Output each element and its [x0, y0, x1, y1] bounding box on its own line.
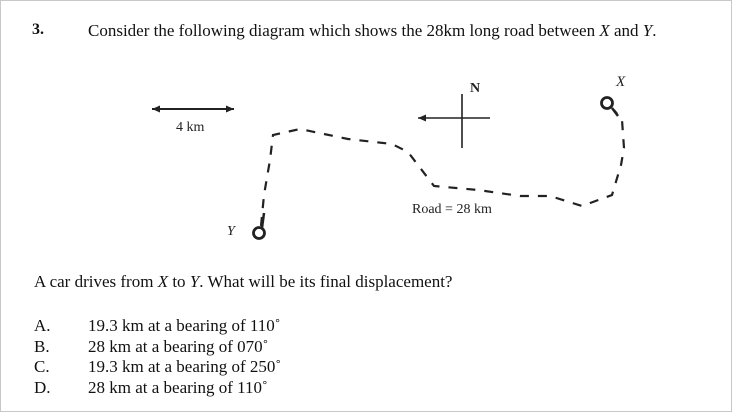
answer-options: A. 19.3 km at a bearing of 110˚ B. 28 km… — [34, 316, 281, 398]
option-text: 19.3 km at a bearing of 110˚ — [88, 316, 281, 335]
road-path — [259, 109, 626, 227]
option-letter: B. — [34, 336, 50, 356]
var-y: Y — [642, 21, 653, 40]
ask-var-x: X — [157, 272, 169, 291]
point-y-marker — [252, 212, 266, 240]
scale-label: 4 km — [176, 120, 205, 135]
point-x-label: X — [615, 74, 626, 90]
var-x: X — [599, 21, 610, 40]
option-letter: D. — [34, 377, 51, 397]
scale-bar — [152, 105, 234, 113]
question-ask: A car drives from X to Y. What will be i… — [34, 272, 453, 291]
option-letter: A. — [34, 316, 51, 335]
option-text: 19.3 km at a bearing of 250˚ — [88, 357, 282, 376]
option-d[interactable]: D. 28 km at a bearing of 110˚ — [34, 378, 281, 399]
question-number: 3. — [32, 21, 44, 38]
option-a[interactable]: A. 19.3 km at a bearing of 110˚ — [34, 316, 281, 337]
question-prompt: Consider the following diagram which sho… — [88, 21, 657, 40]
ask-var-y: Y — [189, 272, 200, 291]
option-c[interactable]: C. 19.3 km at a bearing of 250˚ — [34, 357, 281, 378]
north-compass — [418, 94, 490, 148]
north-label: N — [470, 81, 480, 96]
option-b[interactable]: B. 28 km at a bearing of 070˚ — [34, 337, 281, 358]
option-text: 28 km at a bearing of 110˚ — [88, 377, 268, 397]
point-x-marker — [600, 96, 619, 117]
point-y-label: Y — [227, 224, 237, 239]
road-diagram: 4 km N X Y Road = 28 km — [152, 74, 626, 240]
road-label: Road = 28 km — [412, 202, 492, 217]
option-letter: C. — [34, 357, 50, 376]
option-text: 28 km at a bearing of 070˚ — [88, 336, 269, 356]
